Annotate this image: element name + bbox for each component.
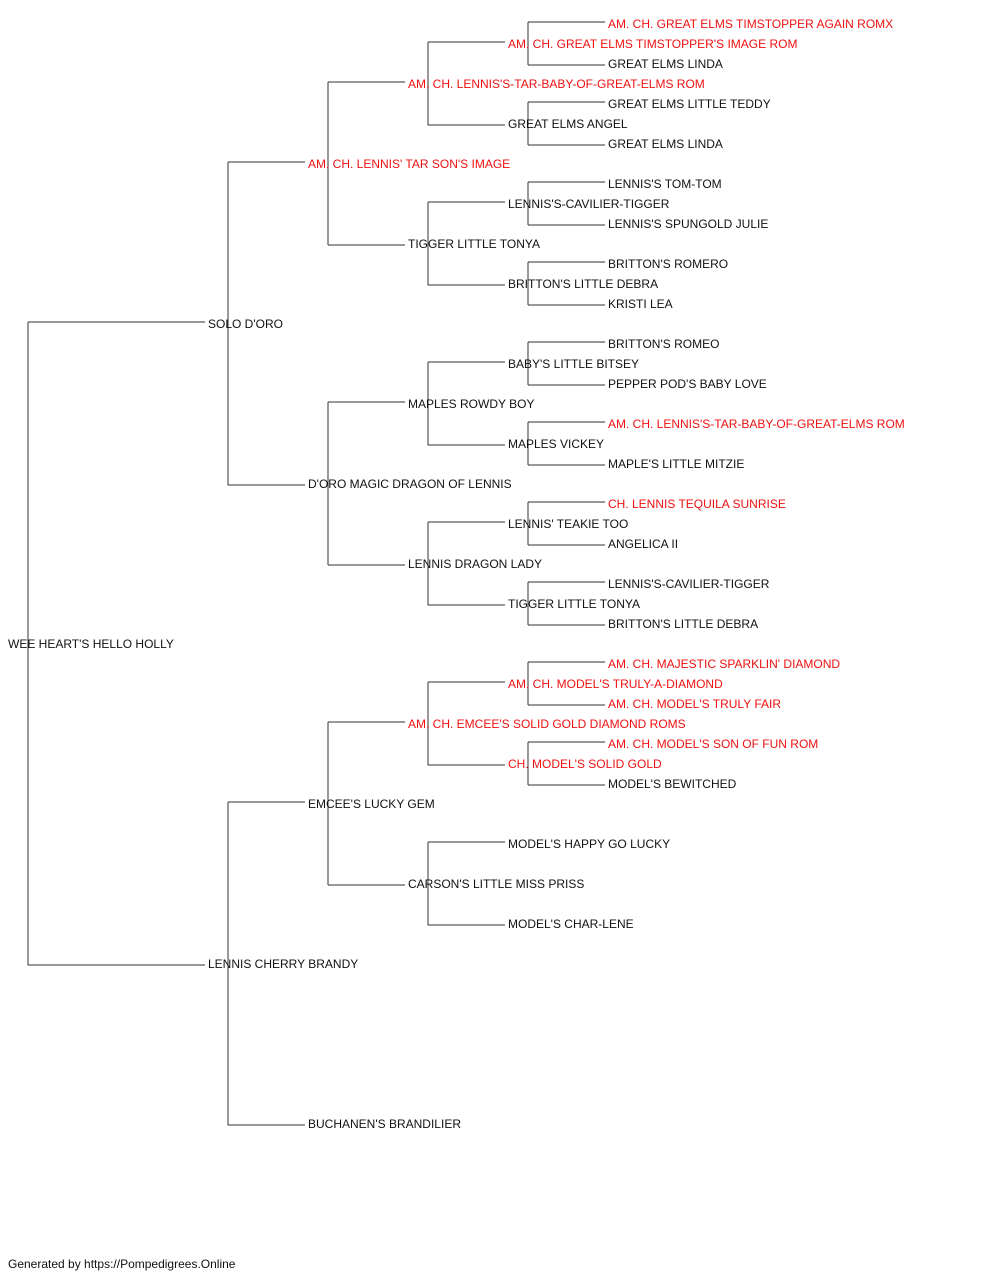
ancestor-ssdss-name[interactable]: LENNIS'S TOM-TOM (608, 177, 722, 191)
ancestor-sssdd-name[interactable]: GREAT ELMS LINDA (608, 137, 723, 151)
ancestor-sds-name[interactable]: MAPLES ROWDY BOY (408, 397, 535, 411)
ancestor-ssdsd-name[interactable]: LENNIS'S SPUNGOLD JULIE (608, 217, 769, 231)
ancestor-dssds-name[interactable]: AM. CH. MODEL'S SON OF FUN ROM (608, 737, 819, 751)
ancestor-dssdd-name[interactable]: MODEL'S BEWITCHED (608, 777, 737, 791)
ancestor-dsds-name[interactable]: MODEL'S HAPPY GO LUCKY (508, 837, 671, 851)
ancestor-ssddd-name[interactable]: KRISTI LEA (608, 297, 673, 311)
dam-sire-name[interactable]: EMCEE'S LUCKY GEM (308, 797, 435, 811)
ancestor-sssds-name[interactable]: GREAT ELMS LITTLE TEDDY (608, 97, 771, 111)
ancestor-sdsd-name[interactable]: MAPLES VICKEY (508, 437, 605, 451)
sire-sire-name[interactable]: AM. CH. LENNIS' TAR SON'S IMAGE (308, 157, 511, 171)
ancestor-sssd-name[interactable]: GREAT ELMS ANGEL (508, 117, 628, 131)
dam-dam-name[interactable]: BUCHANEN'S BRANDILIER (308, 1117, 461, 1131)
ancestor-sdds-name[interactable]: LENNIS' TEAKIE TOO (508, 517, 629, 531)
ancestor-sdsdd-name[interactable]: MAPLE'S LITTLE MITZIE (608, 457, 745, 471)
ancestor-sddd-name[interactable]: TIGGER LITTLE TONYA (508, 597, 641, 611)
ancestor-ssss-name[interactable]: AM. CH. GREAT ELMS TIMSTOPPER'S IMAGE RO… (508, 37, 798, 51)
sire-dam-name[interactable]: D'ORO MAGIC DRAGON OF LENNIS (308, 477, 512, 491)
ancestor-sddsd-name[interactable]: ANGELICA II (608, 537, 679, 551)
ancestor-ssds-name[interactable]: LENNIS'S-CAVILIER-TIGGER (508, 197, 670, 211)
ancestor-sss-name[interactable]: AM. CH. LENNIS'S-TAR-BABY-OF-GREAT-ELMS … (408, 77, 705, 91)
ancestor-dsd-name[interactable]: CARSON'S LITTLE MISS PRISS (408, 877, 585, 891)
ancestor-sdddd-name[interactable]: BRITTON'S LITTLE DEBRA (608, 617, 759, 631)
footer-credit: Generated by https://Pompedigrees.Online (8, 1257, 236, 1271)
ancestor-sdss-name[interactable]: BABY'S LITTLE BITSEY (508, 357, 640, 371)
ancestor-dsss-name[interactable]: AM. CH. MODEL'S TRULY-A-DIAMOND (508, 677, 723, 691)
ancestor-sdsss-name[interactable]: BRITTON'S ROMEO (608, 337, 720, 351)
ancestor-ssdd-name[interactable]: BRITTON'S LITTLE DEBRA (508, 277, 659, 291)
ancestor-dss-name[interactable]: AM. CH. EMCEE'S SOLID GOLD DIAMOND ROMS (408, 717, 686, 731)
ancestor-dsssd-name[interactable]: AM. CH. MODEL'S TRULY FAIR (608, 697, 781, 711)
ancestor-ssdds-name[interactable]: BRITTON'S ROMERO (608, 257, 729, 271)
ancestor-ssssd-name[interactable]: GREAT ELMS LINDA (608, 57, 723, 71)
ancestor-ssd-name[interactable]: TIGGER LITTLE TONYA (408, 237, 541, 251)
ancestor-sdd-name[interactable]: LENNIS DRAGON LADY (408, 557, 543, 571)
sire-name[interactable]: SOLO D'ORO (208, 317, 283, 331)
ancestor-dssd-name[interactable]: CH. MODEL'S SOLID GOLD (508, 757, 662, 771)
ancestor-sdssd-name[interactable]: PEPPER POD'S BABY LOVE (608, 377, 767, 391)
ancestor-sddss-name[interactable]: CH. LENNIS TEQUILA SUNRISE (608, 497, 786, 511)
dam-name[interactable]: LENNIS CHERRY BRANDY (208, 957, 359, 971)
ancestor-dssss-name[interactable]: AM. CH. MAJESTIC SPARKLIN' DIAMOND (608, 657, 841, 671)
ancestor-sssss-name[interactable]: AM. CH. GREAT ELMS TIMSTOPPER AGAIN ROMX (608, 17, 894, 31)
ancestor-sddds-name[interactable]: LENNIS'S-CAVILIER-TIGGER (608, 577, 770, 591)
ancestor-sdsds-name[interactable]: AM. CH. LENNIS'S-TAR-BABY-OF-GREAT-ELMS … (608, 417, 905, 431)
subject-dog-name[interactable]: WEE HEART'S HELLO HOLLY (8, 637, 174, 651)
ancestor-dsdd-name[interactable]: MODEL'S CHAR-LENE (508, 917, 634, 931)
